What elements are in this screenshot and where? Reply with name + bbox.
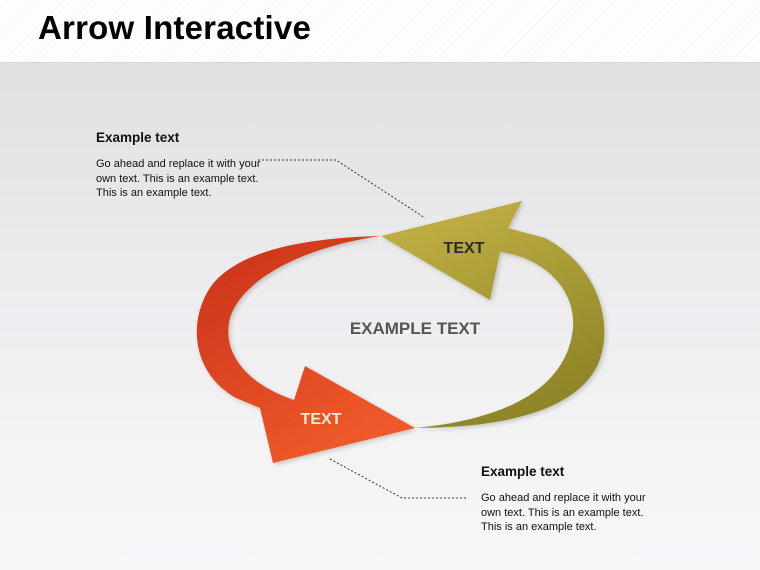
red-arrow xyxy=(196,236,415,463)
callout-bottom-right: Example text Go ahead and replace it wit… xyxy=(481,464,651,535)
callout-body: Go ahead and replace it with your own te… xyxy=(481,492,646,533)
leader-line-top xyxy=(258,159,426,219)
callout-heading: Example text xyxy=(96,130,180,145)
callout-top-left: Example text Go ahead and replace it wit… xyxy=(96,130,266,201)
callout-body: Go ahead and replace it with your own te… xyxy=(96,158,261,199)
red-arrow-label: TEXT xyxy=(301,411,342,428)
olive-arrow-label: TEXT xyxy=(444,240,485,257)
olive-arrow xyxy=(381,201,605,428)
callout-heading: Example text xyxy=(481,464,565,479)
center-text: EXAMPLE TEXT xyxy=(350,319,481,338)
page-title: Arrow Interactive xyxy=(38,9,311,46)
leader-line-bottom xyxy=(329,458,466,499)
header-bar: Arrow Interactive xyxy=(0,0,760,63)
